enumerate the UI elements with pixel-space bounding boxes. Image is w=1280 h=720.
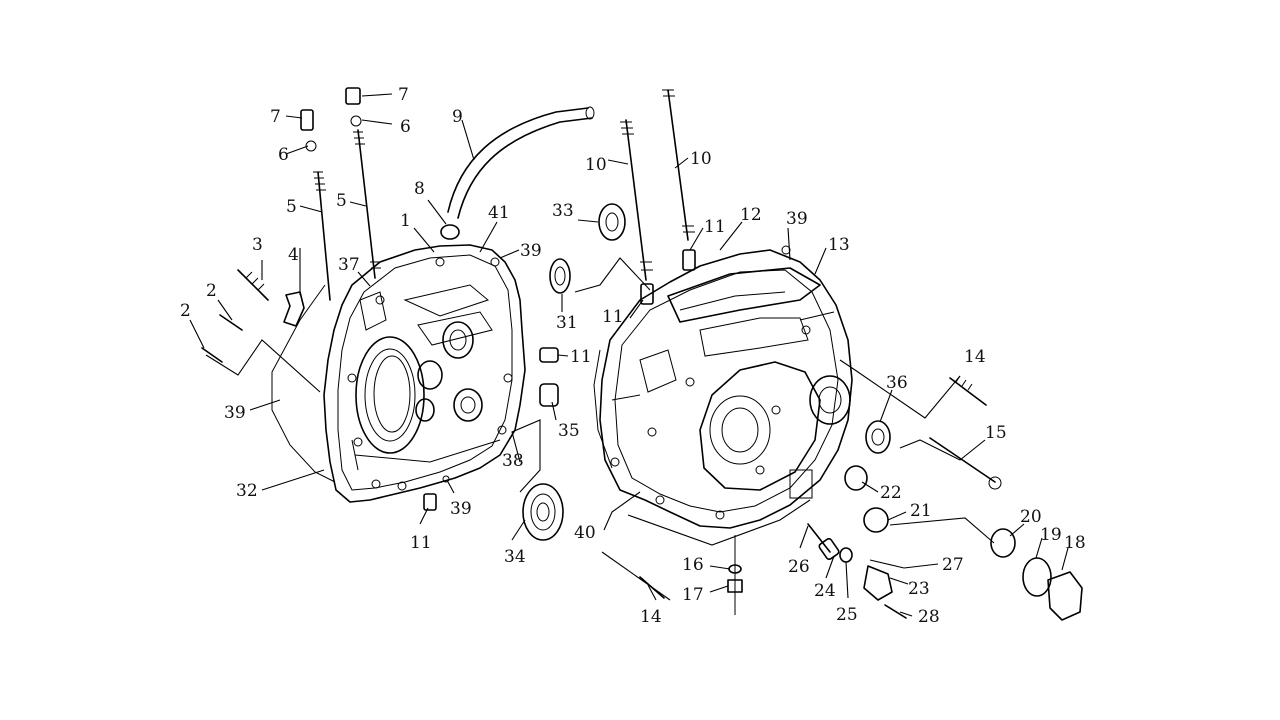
callout-9: 9	[452, 107, 463, 127]
callout-36: 36	[886, 373, 908, 393]
callout-15: 15	[985, 423, 1007, 443]
callout-13: 13	[828, 235, 850, 255]
callout-12: 12	[740, 205, 762, 225]
callout-1: 1	[400, 211, 411, 231]
callout-18: 18	[1064, 533, 1086, 553]
callout-26: 26	[788, 557, 810, 577]
callout-23: 23	[908, 579, 930, 599]
callout-22: 22	[880, 483, 902, 503]
callout-25: 25	[836, 605, 858, 625]
callout-3: 3	[252, 235, 263, 255]
callout-39: 39	[450, 499, 472, 519]
callout-7: 7	[270, 107, 281, 127]
callout-10: 10	[690, 149, 712, 169]
callout-6: 6	[278, 145, 289, 165]
callout-11: 11	[570, 347, 592, 367]
callout-4: 4	[288, 245, 299, 265]
callout-40: 40	[574, 523, 596, 543]
callout-21: 21	[910, 501, 932, 521]
callout-17: 17	[682, 585, 704, 605]
callout-27: 27	[942, 555, 964, 575]
callout-33: 33	[552, 201, 574, 221]
callout-32: 32	[236, 481, 258, 501]
callout-2: 2	[180, 301, 191, 321]
callout-34: 34	[504, 547, 526, 567]
callout-11: 11	[410, 533, 432, 553]
callout-31: 31	[556, 313, 578, 333]
callout-16: 16	[682, 555, 704, 575]
right-crankcase-half	[593, 245, 853, 529]
callout-6: 6	[400, 117, 411, 137]
callout-8: 8	[414, 179, 425, 199]
callout-14: 14	[640, 607, 662, 627]
callout-39: 39	[224, 403, 246, 423]
left-crankcase-half	[271, 244, 526, 503]
leader-lines	[189, 93, 1069, 617]
callout-28: 28	[918, 607, 940, 627]
callout-20: 20	[1020, 507, 1042, 527]
callout-labels: 1 2 2 3 4 5 5 6 6 7 7 8 9 10 10 11 11 11…	[180, 85, 1086, 627]
callout-2: 2	[206, 281, 217, 301]
callout-39: 39	[786, 209, 808, 229]
callout-5: 5	[336, 191, 347, 211]
callout-24: 24	[814, 581, 836, 601]
callout-19: 19	[1040, 525, 1062, 545]
callout-38: 38	[502, 451, 524, 471]
callout-39: 39	[520, 241, 542, 261]
callout-5: 5	[286, 197, 297, 217]
fasteners	[201, 87, 1083, 621]
callout-11: 11	[704, 217, 726, 237]
callout-41: 41	[488, 203, 510, 223]
callout-11: 11	[602, 307, 624, 327]
callout-10: 10	[585, 155, 607, 175]
callout-35: 35	[558, 421, 580, 441]
callout-7: 7	[398, 85, 409, 105]
callout-37: 37	[338, 255, 360, 275]
callout-14: 14	[964, 347, 986, 367]
